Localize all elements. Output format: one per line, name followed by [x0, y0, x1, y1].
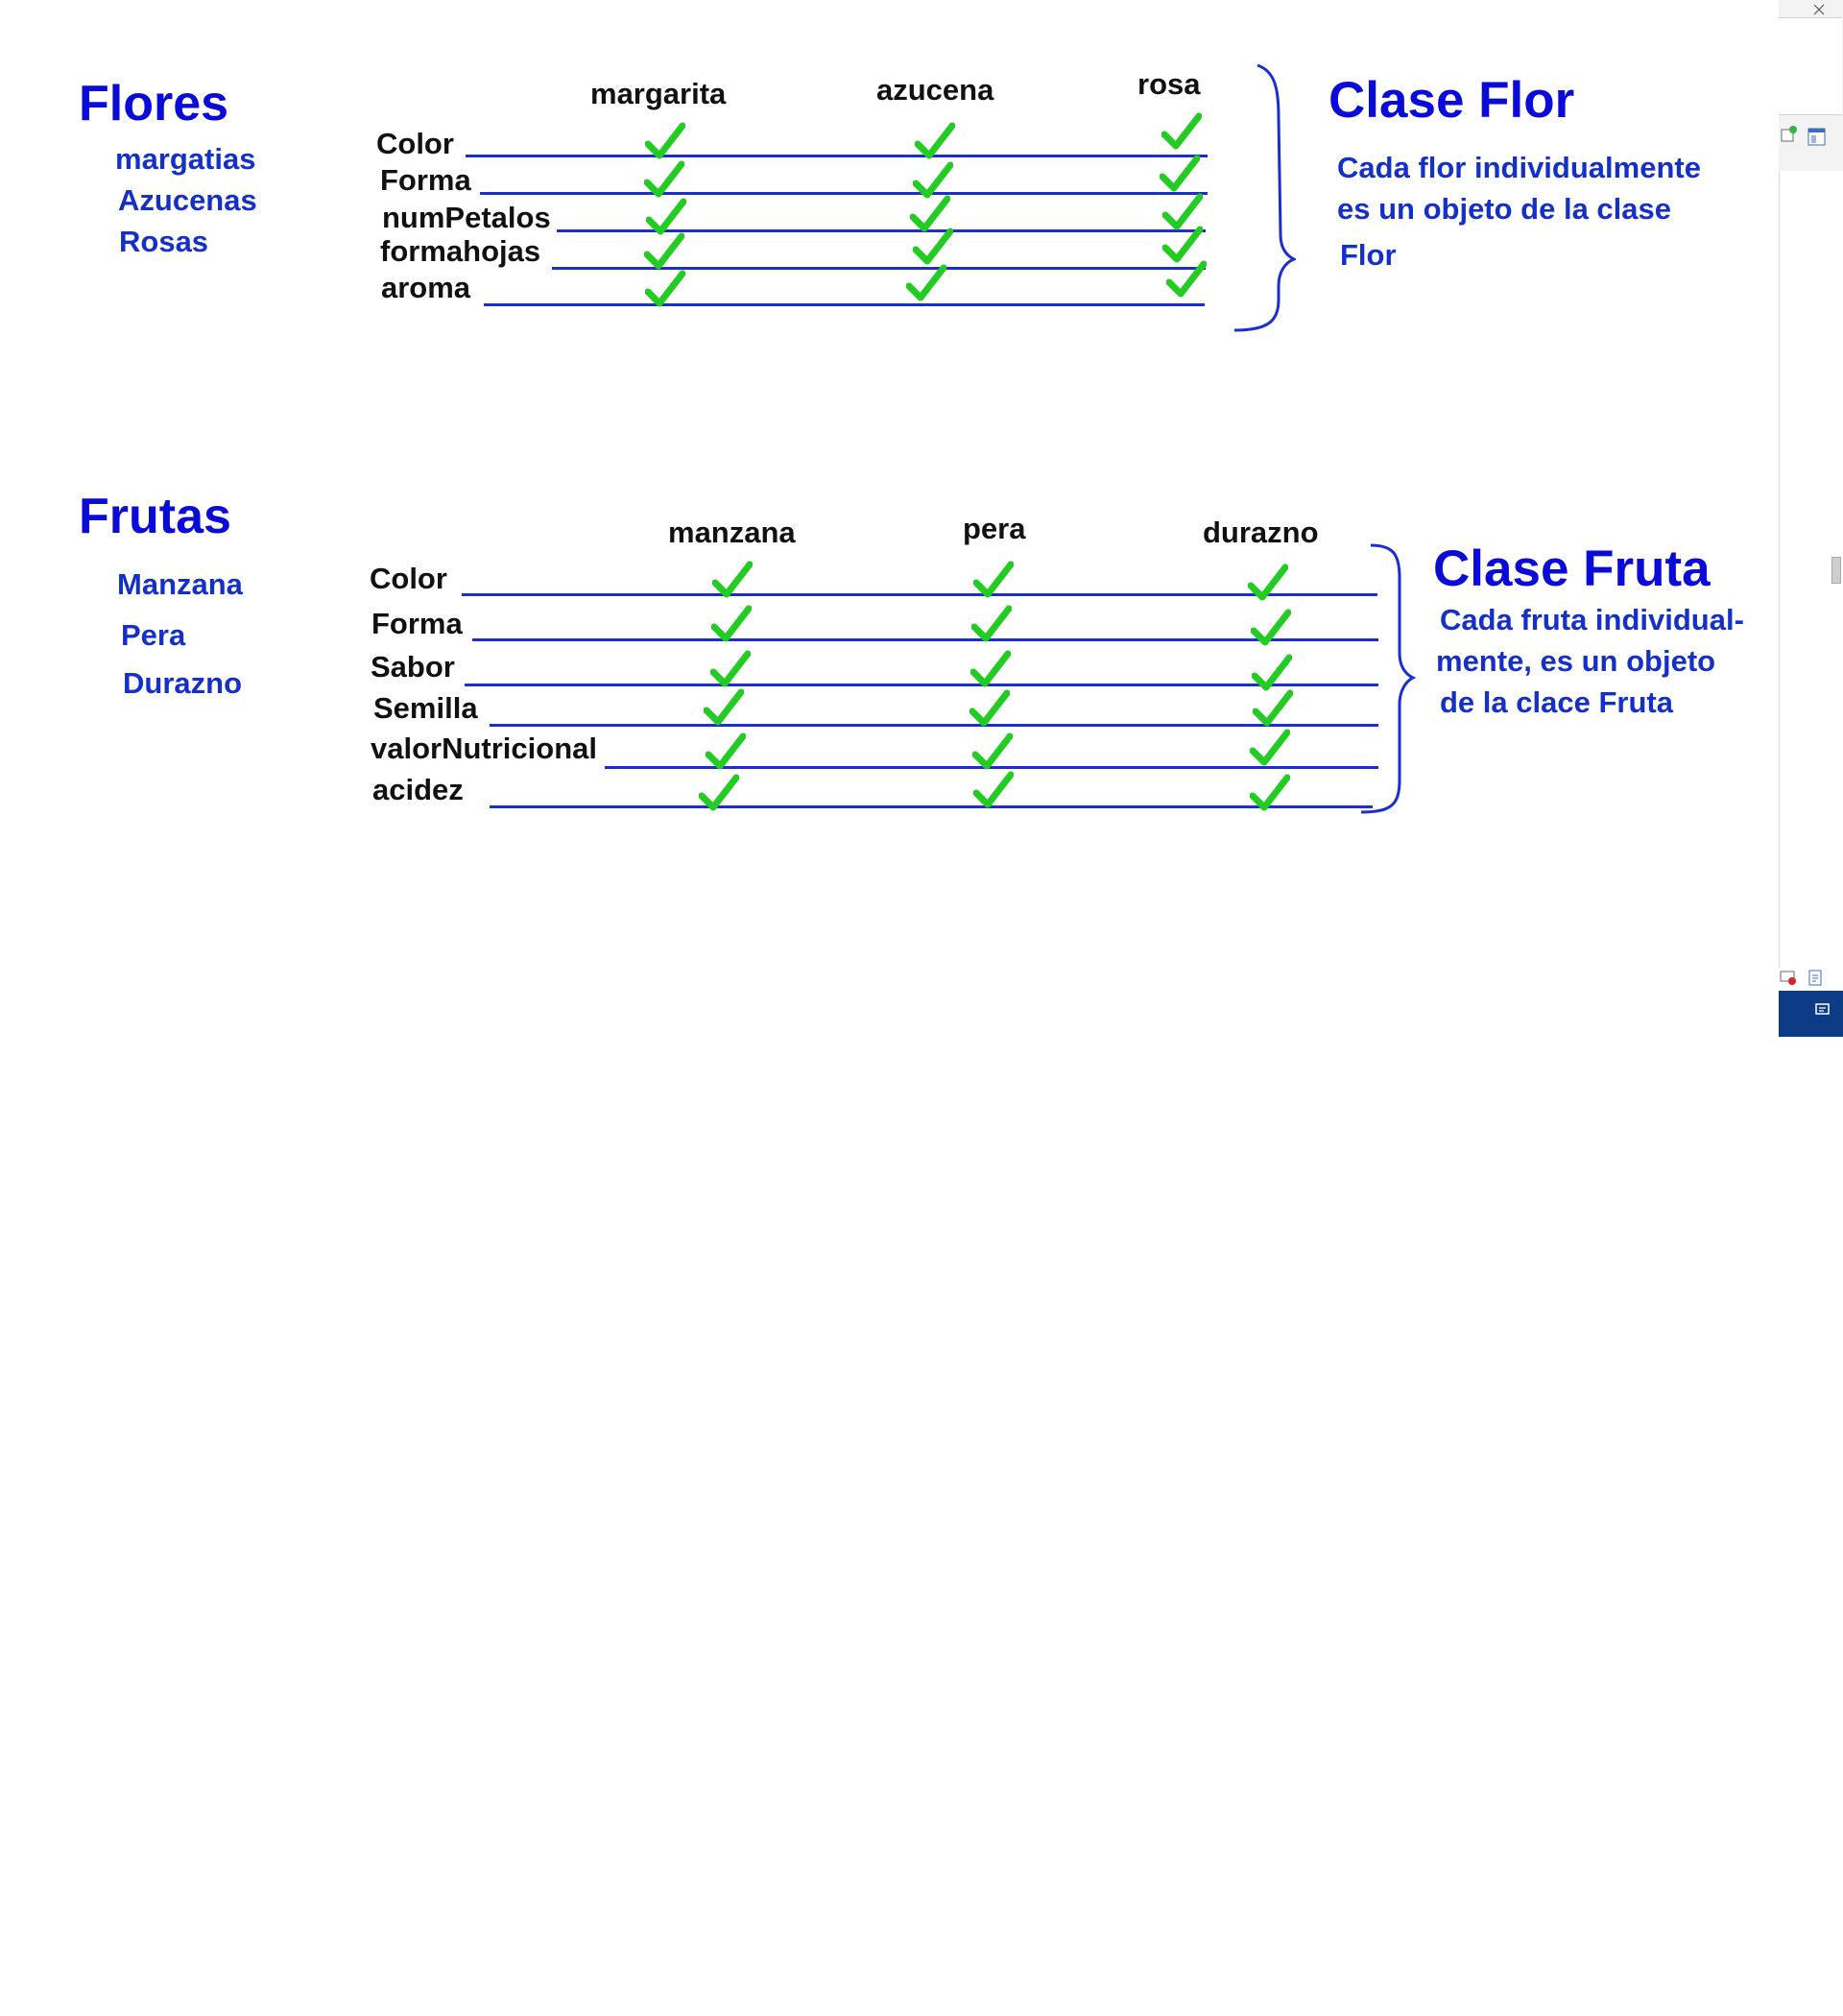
check-icon — [644, 232, 684, 270]
check-icon — [915, 122, 955, 159]
check-icon — [1253, 689, 1293, 727]
check-icon — [973, 771, 1014, 808]
frutas-row-forma: Forma — [371, 607, 463, 640]
check-icon — [971, 605, 1012, 642]
frutas-col-manzana: manzana — [668, 516, 796, 549]
flores-row-numpetalos: numPetalos — [382, 201, 551, 234]
notification-icon[interactable] — [1780, 970, 1799, 987]
scrollbar-thumb[interactable] — [1831, 557, 1841, 584]
check-icon — [1250, 774, 1290, 811]
frutas-row-line — [462, 593, 1377, 596]
flores-row-forma: Forma — [380, 163, 471, 197]
frutas-row-line — [605, 766, 1378, 769]
check-icon — [1252, 654, 1292, 691]
check-icon — [913, 161, 953, 199]
flores-row-color: Color — [376, 127, 454, 160]
frutas-row-color: Color — [370, 562, 447, 595]
check-icon — [645, 122, 685, 159]
flores-row-line — [480, 192, 1208, 195]
flor-description-line-3: Flor — [1340, 238, 1397, 272]
check-icon — [706, 732, 746, 770]
check-icon — [699, 774, 739, 811]
flor-description-line-2: es un objeto de la clase — [1337, 192, 1672, 226]
clase-fruta-title: Clase Fruta — [1433, 540, 1711, 597]
check-icon — [1160, 155, 1200, 192]
check-icon — [1162, 193, 1203, 230]
window-header — [1779, 0, 1843, 172]
check-icon — [1251, 609, 1291, 646]
flores-col-rosa: rosa — [1137, 67, 1201, 101]
frutas-row-valornutricional: valorNutricional — [371, 732, 597, 765]
fruta-description-line-3: de la clace Fruta — [1440, 685, 1673, 719]
add-icon[interactable] — [1780, 125, 1799, 144]
flores-row-formahojas: formahojas — [380, 234, 541, 268]
fruta-description-line-1: Cada fruta individual- — [1440, 603, 1744, 636]
close-icon[interactable] — [1813, 4, 1825, 15]
check-icon — [913, 228, 953, 265]
taskbar: 5:59 2023 — [1779, 991, 1843, 2014]
flores-row-line — [484, 303, 1205, 306]
flores-col-azucena: azucena — [876, 73, 994, 107]
check-icon — [973, 561, 1014, 598]
frutas-row-line — [490, 805, 1373, 808]
clock-year: 2023 — [1779, 2003, 1803, 2014]
clock-time: 5:59 — [1779, 1988, 1800, 2000]
flores-col-margarita: margarita — [590, 77, 727, 110]
frutas-row-acidez: acidez — [372, 773, 464, 806]
frutas-row-semilla: Semilla — [373, 691, 478, 725]
check-icon — [1250, 729, 1290, 766]
frutas-title: Frutas — [79, 489, 231, 544]
check-icon — [969, 689, 1010, 727]
check-icon — [646, 198, 686, 235]
flores-row-line — [466, 155, 1208, 157]
document-icon[interactable] — [1807, 970, 1825, 987]
frutas-row-line — [472, 638, 1378, 641]
clase-flor-title: Clase Flor — [1328, 72, 1575, 129]
brace-icon — [1360, 543, 1417, 814]
check-icon — [970, 650, 1011, 687]
flores-item-3: Rosas — [119, 225, 209, 258]
flores-item-2: Azucenas — [118, 183, 257, 217]
frutas-col-pera: pera — [963, 512, 1026, 545]
check-icon — [1248, 564, 1288, 601]
check-icon — [710, 650, 751, 687]
notification-center-icon[interactable] — [1815, 1002, 1831, 1018]
check-icon — [1161, 112, 1202, 150]
window-panel — [1779, 17, 1842, 115]
check-icon — [972, 732, 1013, 770]
scroll-area — [1779, 171, 1843, 968]
check-icon — [906, 264, 946, 301]
taskbar-clock[interactable]: 5:59 2023 — [1779, 1987, 1802, 2016]
flores-item-1: margatias — [115, 142, 256, 176]
frutas-row-sabor: Sabor — [371, 650, 455, 684]
check-icon — [644, 160, 684, 198]
frutas-item-1: Manzana — [117, 567, 243, 601]
check-icon — [910, 195, 950, 232]
check-icon — [1162, 226, 1203, 263]
frutas-item-2: Pera — [121, 618, 186, 652]
flores-title: Flores — [79, 76, 229, 132]
flores-row-aroma: aroma — [381, 271, 471, 304]
frutas-item-3: Durazno — [123, 666, 242, 700]
brace-icon — [1233, 63, 1296, 332]
check-icon — [712, 561, 753, 598]
check-icon — [704, 688, 744, 726]
flores-row-line — [557, 229, 1206, 232]
frutas-row-line — [465, 684, 1378, 686]
check-icon — [1166, 260, 1207, 298]
layout-icon[interactable] — [1807, 128, 1827, 147]
fruta-description-line-2: mente, es un objeto — [1436, 644, 1716, 678]
frutas-row-line — [490, 724, 1378, 727]
check-icon — [645, 270, 685, 307]
flores-row-line — [552, 267, 1206, 270]
check-icon — [711, 605, 752, 642]
side-window-strip: 5:59 2023 — [1779, 0, 1843, 2014]
flor-description-line-1: Cada flor individualmente — [1337, 151, 1701, 184]
frutas-col-durazno: durazno — [1203, 516, 1319, 549]
